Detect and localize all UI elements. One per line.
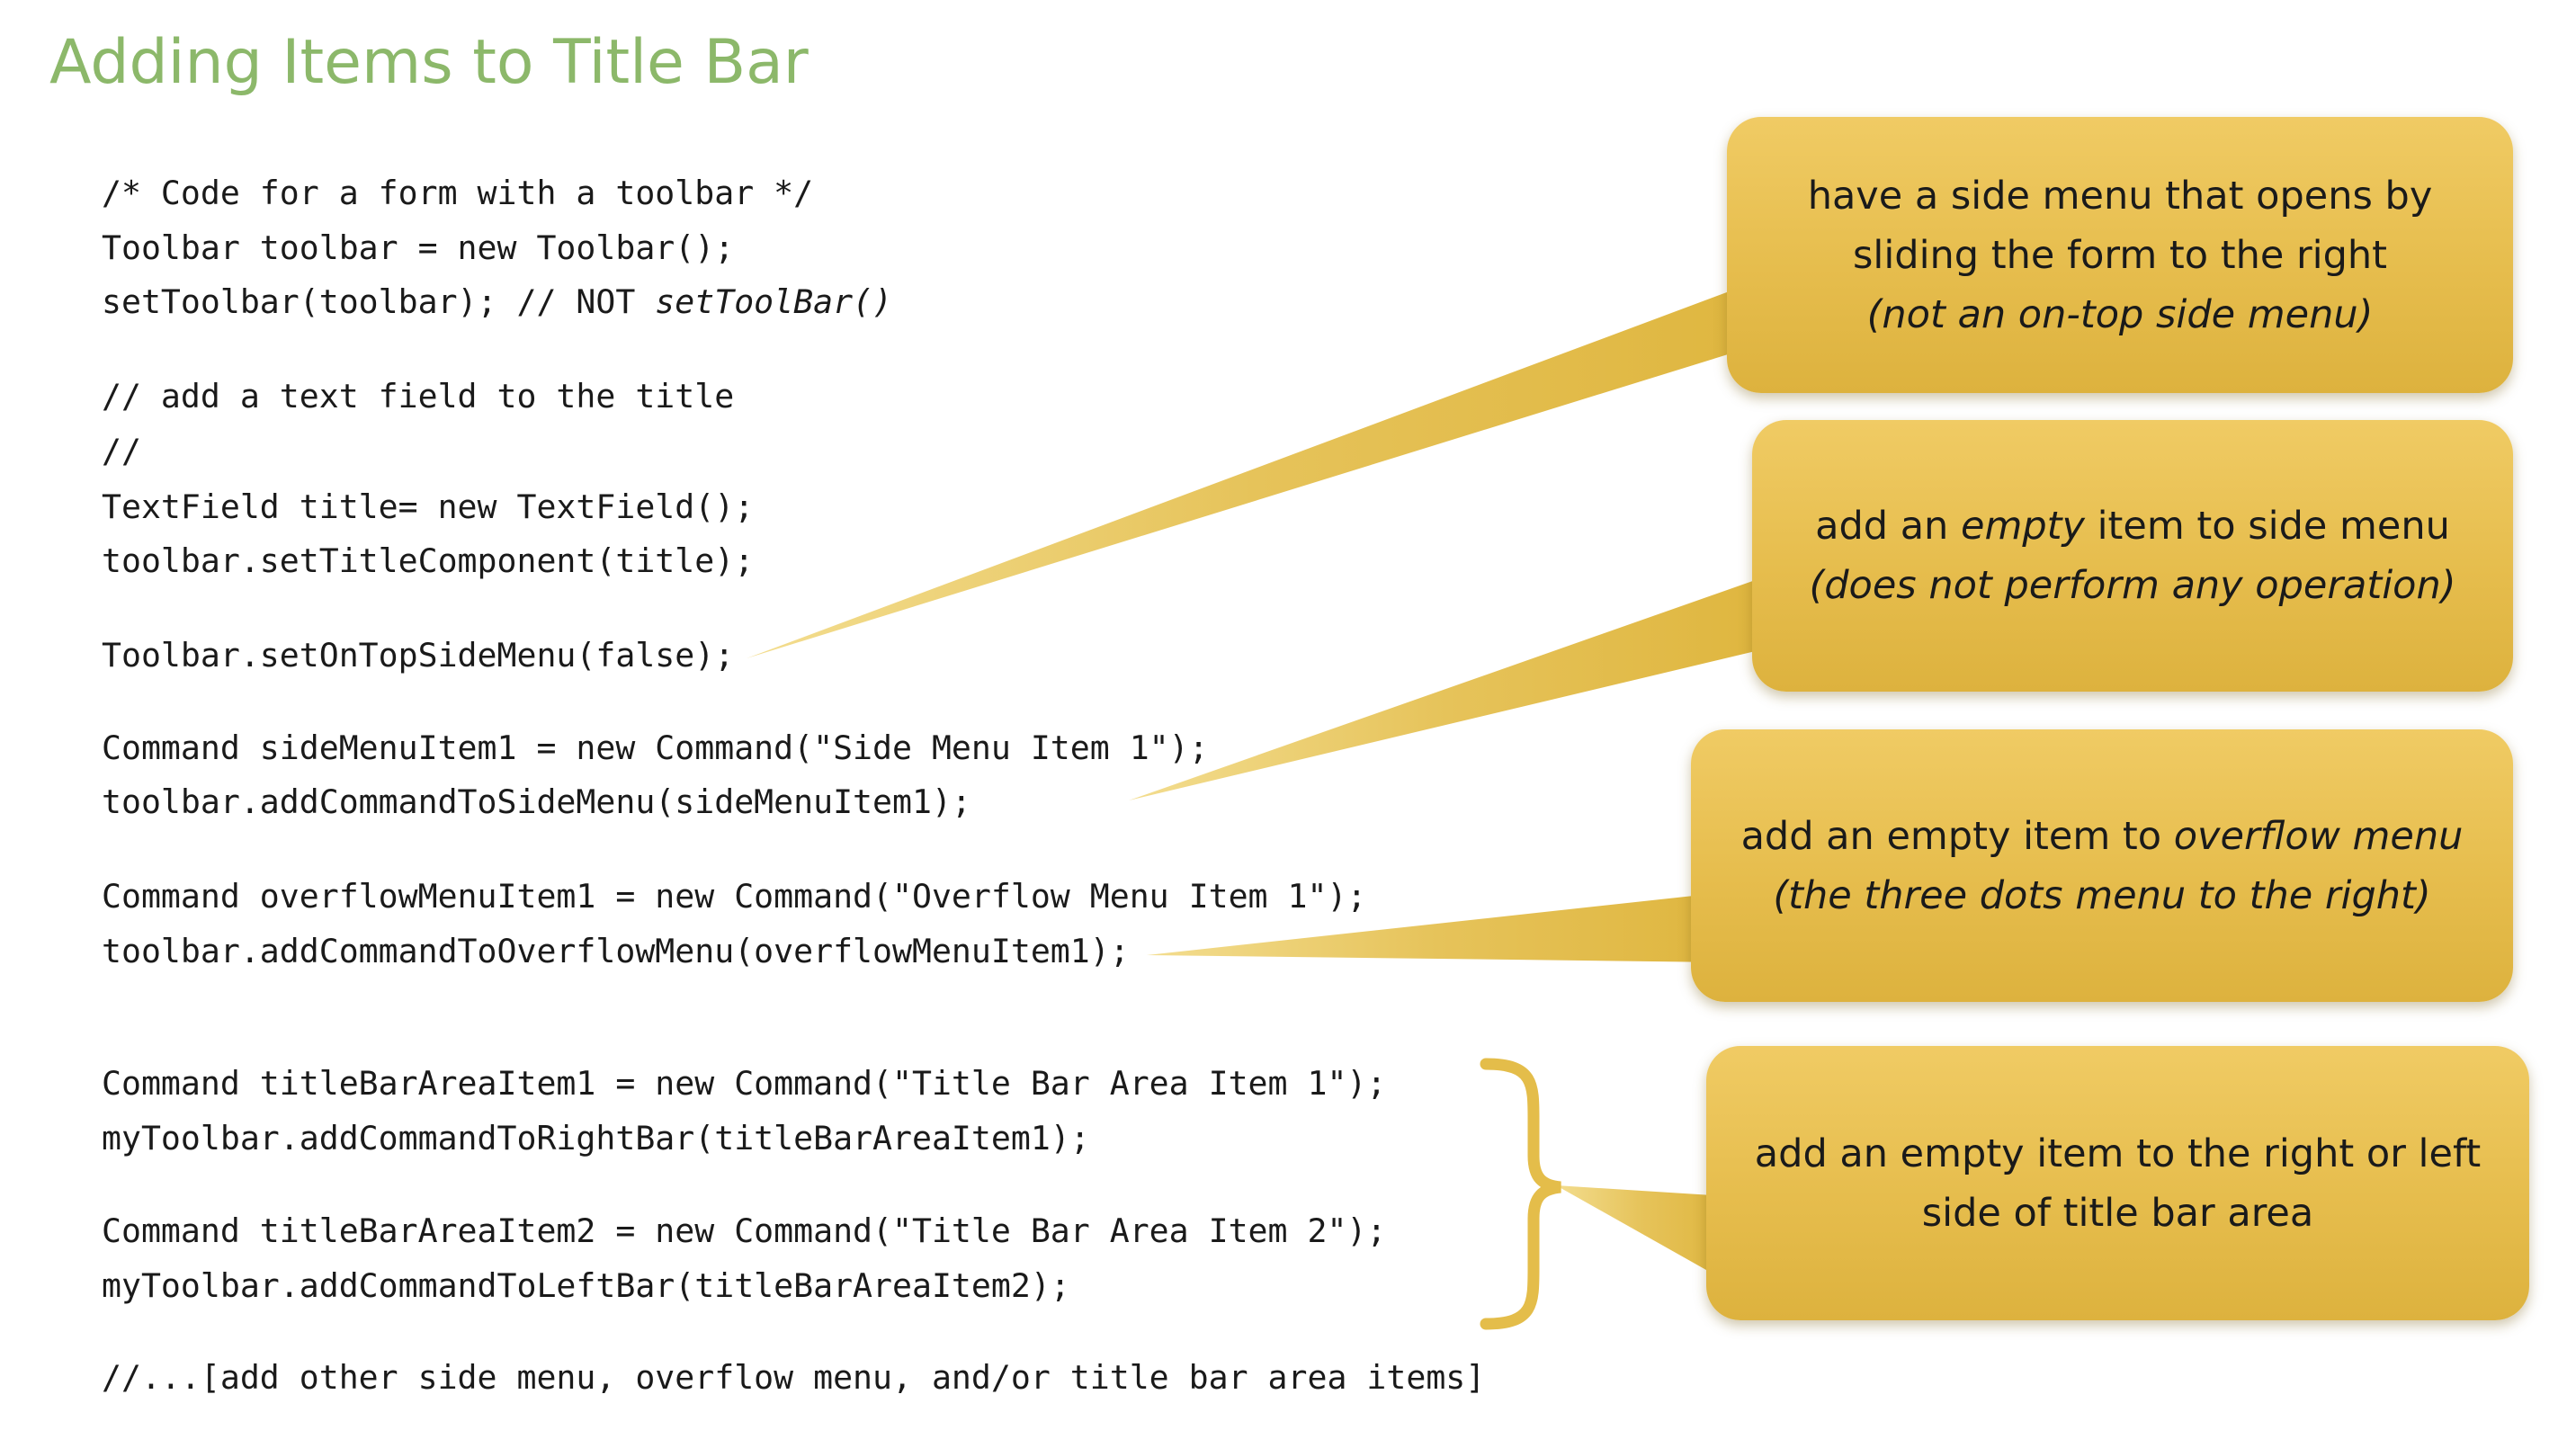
code-overflow-command: Command overflowMenuItem1 = new Command(… xyxy=(102,877,1367,916)
callout-title-bar-line2: side of title bar area xyxy=(1921,1190,2314,1236)
callout-overflow-line2: (the three dots menu to the right) xyxy=(1773,866,2430,925)
callout-empty-side-text-c: item to side menu xyxy=(2084,504,2450,549)
callout-overflow-line2-text: (the three dots menu to the right) xyxy=(1773,872,2431,918)
callout-empty-side-text-b: empty xyxy=(1960,504,2085,549)
callout-overflow-text-a: add an empty item to xyxy=(1740,813,2174,859)
code-toolbar-new: Toolbar toolbar = new Toolbar(); xyxy=(102,228,735,267)
callout-side-menu: have a side menu that opens by sliding t… xyxy=(1727,117,2513,393)
callout-title-bar-area: add an empty item to the right or left s… xyxy=(1706,1046,2529,1320)
callout-side-menu-line3: (not an on-top side menu) xyxy=(1867,285,2374,344)
code-set-toolbar-text: setToolbar(toolbar); // NOT xyxy=(102,282,656,321)
curly-brace xyxy=(1480,1058,1561,1330)
callout-overflow-menu: add an empty item to overflow menu (the … xyxy=(1691,729,2513,1002)
pointer-overflow xyxy=(1147,892,1727,962)
code-comment-empty: // xyxy=(102,432,141,470)
callout-empty-side-line1: add an empty item to side menu xyxy=(1815,496,2450,556)
slide-title: Adding Items to Title Bar xyxy=(49,27,809,98)
pointer-side-menu xyxy=(747,279,1763,658)
code-add-to-right-bar: myToolbar.addCommandToRightBar(titleBarA… xyxy=(102,1119,1090,1157)
code-comment-form: /* Code for a form with a toolbar */ xyxy=(102,174,814,212)
code-textfield-new: TextField title= new TextField(); xyxy=(102,487,755,526)
callout-title-bar-line1: add an empty item to the right or left xyxy=(1754,1131,2482,1176)
code-set-toolbar-italic: setToolBar() xyxy=(655,282,892,321)
code-comment-textfield: // add a text field to the title xyxy=(102,377,735,416)
code-set-title-component: toolbar.setTitleComponent(title); xyxy=(102,541,755,580)
code-title-bar-item1-command: Command titleBarAreaItem1 = new Command(… xyxy=(102,1064,1387,1103)
callout-overflow-text-b: overflow menu xyxy=(2173,813,2464,859)
code-comment-add-other: //...[add other side menu, overflow menu… xyxy=(102,1358,1486,1397)
callout-side-menu-line3-text: (not an on-top side menu) xyxy=(1866,291,2374,337)
callout-empty-side-line2-text: (does not perform any operation) xyxy=(1809,563,2456,608)
code-add-to-overflow-menu: toolbar.addCommandToOverflowMenu(overflo… xyxy=(102,932,1130,970)
code-add-to-left-bar: myToolbar.addCommandToLeftBar(titleBarAr… xyxy=(102,1266,1070,1305)
callout-empty-side-item: add an empty item to side menu (does not… xyxy=(1752,420,2513,692)
code-title-bar-item2-command: Command titleBarAreaItem2 = new Command(… xyxy=(102,1211,1387,1250)
code-set-ontop-sidemenu: Toolbar.setOnTopSideMenu(false); xyxy=(102,636,735,675)
pointer-empty-side xyxy=(1129,577,1763,800)
code-set-toolbar: setToolbar(toolbar); // NOT setToolBar() xyxy=(102,285,892,319)
callout-empty-side-line2: (does not perform any operation) xyxy=(1809,556,2455,615)
callout-side-menu-line1: have a side menu that opens by xyxy=(1807,173,2433,219)
callout-overflow-line1: add an empty item to overflow menu xyxy=(1741,807,2464,866)
callout-empty-side-text-a: add an xyxy=(1815,504,1961,549)
code-side-menu-command: Command sideMenuItem1 = new Command("Sid… xyxy=(102,728,1209,767)
pointer-title-bar xyxy=(1556,1185,1727,1282)
callout-side-menu-line2: sliding the form to the right xyxy=(1852,232,2388,278)
code-add-to-side-menu: toolbar.addCommandToSideMenu(sideMenuIte… xyxy=(102,782,971,821)
